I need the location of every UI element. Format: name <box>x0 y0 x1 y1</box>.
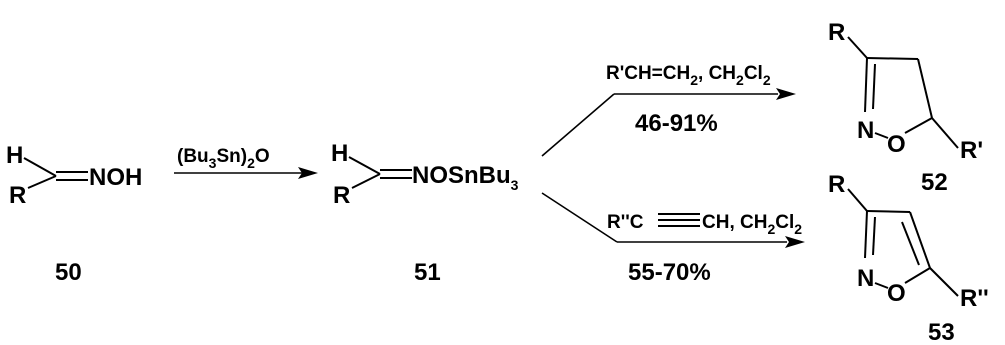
compound-53-n-label: N <box>857 265 874 292</box>
compound-52-c3n-double-inner <box>872 63 876 110</box>
compound-52-r-c3-bond <box>847 36 868 59</box>
compound-50-number: 50 <box>55 259 82 286</box>
lower-route-yield: 55-70% <box>628 259 711 286</box>
compound-53-r-label: R <box>828 171 845 198</box>
compound-50-r-label: R <box>9 182 26 209</box>
compound-50-cr-bond <box>27 175 57 189</box>
lower-route-reagent-alkyne: R''C <box>607 212 644 233</box>
compound-53-c5o-bond <box>904 267 931 284</box>
compound-51-ch-bond <box>348 156 381 175</box>
compound-52-rprime-label: R' <box>960 137 983 164</box>
compound-52-c5o-bond <box>904 117 933 134</box>
compound-53-c5-rdprime-bond <box>929 267 959 297</box>
lower-route-diagonal <box>541 192 618 243</box>
compound-51: H R NOSnBu3 51 <box>331 140 519 286</box>
compound-50-h-label: H <box>6 142 23 169</box>
compound-52-c5-rprime-bond <box>931 117 959 149</box>
compound-53-c4c5-bond <box>909 211 931 269</box>
compound-50-group-label: NOH <box>89 164 142 191</box>
step1-reaction-arrow: (Bu3Sn)2O <box>174 146 318 179</box>
compound-53-c3n-bond <box>864 210 868 259</box>
compound-52-c3n-bond <box>864 57 868 113</box>
upper-route-arrow-head <box>776 88 796 100</box>
compound-53: R N O R'' 53 <box>828 171 989 345</box>
compound-53-c4c5-double-inner <box>901 221 920 266</box>
compound-52-c3c4-bond <box>866 57 919 60</box>
compound-50: H R NOH 50 <box>6 142 142 286</box>
compound-50-ch-bond <box>23 157 57 177</box>
compound-51-r-label: R <box>333 182 350 209</box>
upper-route: R'CH=CH2, CH2Cl2 46-91% <box>541 63 796 157</box>
upper-route-yield: 46-91% <box>635 110 718 137</box>
compound-52-o-label: O <box>887 131 906 158</box>
compound-53-c3n-double-inner <box>872 216 876 256</box>
compound-51-group-label: NOSnBu3 <box>412 162 519 193</box>
compound-51-number: 51 <box>414 259 441 286</box>
compound-53-c3c4-bond <box>866 210 911 213</box>
compound-51-cr-bond <box>351 173 381 189</box>
compound-53-number: 53 <box>928 319 955 345</box>
compound-53-rdprime-label: R'' <box>960 285 989 312</box>
compound-52-c4c5-bond <box>917 58 933 119</box>
compound-51-h-label: H <box>331 140 348 167</box>
compound-53-o-label: O <box>887 280 906 307</box>
compound-52-number: 52 <box>921 169 948 196</box>
compound-52-n-label: N <box>857 117 874 144</box>
lower-route-reagent-solvent: CH, CH2Cl2 <box>702 212 802 237</box>
step1-reagent: (Bu3Sn)2O <box>177 146 270 171</box>
step1-arrow-head <box>298 167 318 179</box>
lower-route: R''C CH, CH2Cl2 55-70% <box>541 192 805 286</box>
upper-route-diagonal <box>541 93 615 157</box>
lower-route-arrow-head <box>785 236 805 248</box>
compound-52-r-label: R <box>828 19 845 46</box>
compound-53-no-bond <box>874 282 889 289</box>
compound-52-no-bond <box>874 132 889 139</box>
compound-52: R N O R' 52 <box>828 19 983 196</box>
upper-route-reagent: R'CH=CH2, CH2Cl2 <box>606 63 771 88</box>
compound-53-r-c3-bond <box>847 188 868 212</box>
